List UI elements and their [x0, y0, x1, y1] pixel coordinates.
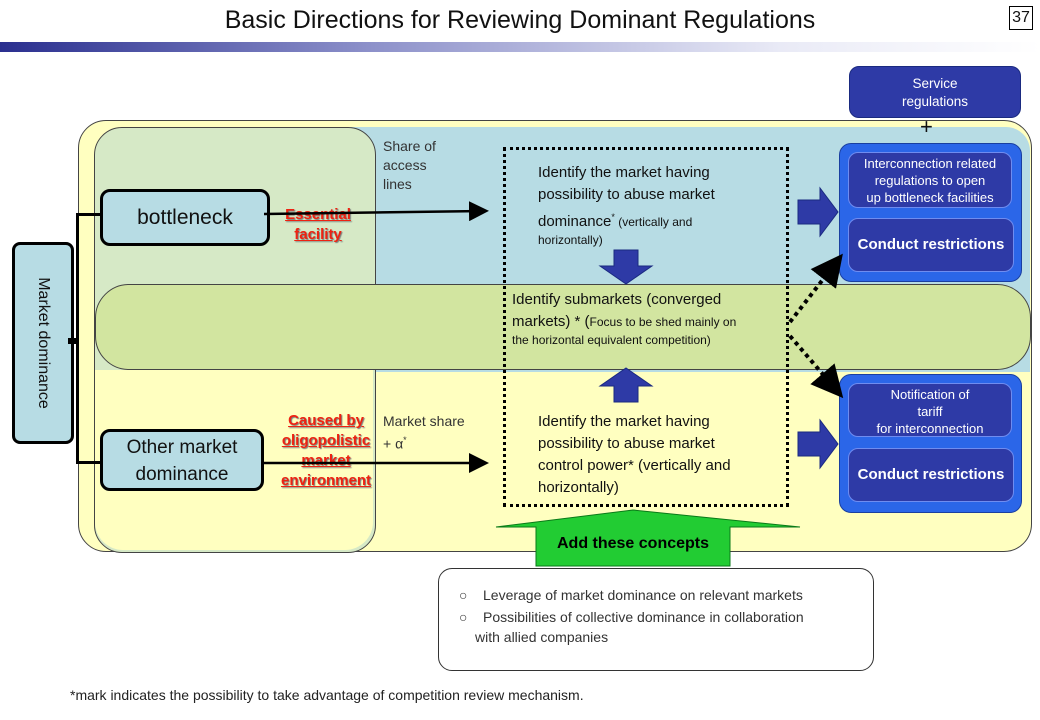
market-share-star: *	[403, 435, 407, 445]
service-line1: Service	[912, 76, 958, 91]
concept-item-2-line2: with allied companies	[475, 629, 609, 645]
top-text-star: *	[611, 212, 615, 222]
add-these-concepts-label: Add these concepts	[556, 535, 710, 552]
plus-sign: +	[920, 114, 933, 139]
page-title: Basic Directions for Reviewing Dominant …	[224, 6, 816, 34]
notif-line1: Notification of	[890, 387, 970, 402]
bracket	[76, 213, 103, 464]
concept-item-1: Leverage of market dominance on relevant…	[483, 587, 803, 603]
service-line2: regulations	[901, 94, 969, 109]
bullet-1: ○	[459, 587, 468, 603]
market-share-criterion: Market share + α*	[383, 412, 465, 454]
concept-item-2-line1: Possibilities of collective dominance in…	[483, 609, 804, 625]
bot-text-line2: possibility to abuse market	[538, 435, 715, 452]
interconn-line2: regulations to open	[874, 173, 986, 188]
conduct-restrictions-box-2: Conduct restrictions	[848, 448, 1014, 502]
title-underline-bar	[0, 42, 1040, 52]
identify-submarkets-text: Identify submarkets (converged markets) …	[512, 289, 788, 348]
interconnection-regulations-box: Interconnection related regulations to o…	[848, 152, 1012, 208]
right-block-arrow-bottom	[797, 418, 839, 470]
caused-line4: environment	[280, 472, 371, 489]
interconn-line1: Interconnection related	[863, 156, 997, 171]
right-block-arrow-top	[797, 186, 839, 238]
notif-line2: tariff	[917, 404, 943, 419]
identify-market-control-power-text: Identify the market having possibility t…	[538, 411, 788, 499]
up-block-arrow	[598, 367, 654, 403]
notif-line3: for interconnection	[876, 421, 984, 436]
bottleneck-box: bottleneck	[100, 189, 270, 246]
bot-text-line4: horizontally)	[538, 479, 619, 496]
top-text-line1: Identify the market having	[538, 164, 710, 181]
top-text-line4: horizontally)	[538, 233, 603, 247]
mid-text-line2: markets) * (Focus to be shed mainly on	[512, 311, 788, 333]
other-label-line2: dominance	[135, 464, 229, 485]
mid-text-line3: the horizontal equivalent competition)	[512, 333, 711, 347]
add-concepts-arrow	[495, 509, 801, 567]
dotted-arrow-down	[788, 334, 844, 399]
caused-line2: oligopolistic	[281, 432, 371, 449]
top-text-line3: dominance* (vertically and	[538, 206, 788, 233]
market-identification-dotted-frame	[503, 147, 789, 507]
top-text-line2: possibility to abuse market	[538, 186, 715, 203]
share-of-access-lines: Share of access lines	[383, 137, 436, 194]
dotted-arrow-up	[788, 253, 843, 324]
caused-by-oligopolistic-label: Caused by oligopolistic market environme…	[268, 411, 384, 491]
submarket-band	[95, 284, 1031, 370]
caused-line3: market	[301, 452, 351, 469]
mid-text-focus: Focus to be shed mainly on	[589, 315, 737, 329]
caused-line1: Caused by	[288, 412, 364, 429]
share-line3: lines	[383, 176, 412, 192]
other-label-line1: Other market	[126, 437, 238, 458]
bot-text-line3: control power* (vertically and	[538, 457, 731, 474]
market-share-alpha: + α	[383, 435, 404, 452]
notification-of-tariff-box: Notification of tariff for interconnecti…	[848, 383, 1012, 437]
page-number: 37	[1009, 6, 1033, 30]
conduct-restrictions-box-1: Conduct restrictions	[848, 218, 1014, 272]
down-block-arrow	[598, 249, 654, 285]
footnote: *mark indicates the possibility to take …	[70, 687, 584, 703]
essential-line2: facility	[294, 226, 342, 243]
mid-text-line1: Identify submarkets (converged	[512, 291, 722, 308]
top-text-dominance: dominance	[538, 213, 612, 230]
market-share-line2: + α*	[383, 431, 465, 454]
additional-concepts-box: ○ Leverage of market dominance on releva…	[438, 568, 874, 671]
top-text-vertically: (vertically and	[614, 215, 693, 229]
service-regulations-box: Service regulations	[849, 66, 1021, 118]
mid-text-markets: markets) * (	[512, 313, 590, 330]
share-line2: access	[383, 157, 427, 173]
bottleneck-arrow	[263, 201, 489, 222]
bullet-2: ○	[459, 609, 468, 625]
bot-text-line1: Identify the market having	[538, 413, 710, 430]
share-line1: Share of	[383, 138, 436, 154]
identify-market-dominance-text: Identify the market having possibility t…	[538, 162, 788, 248]
other-market-dominance-box: Other market dominance	[100, 429, 264, 491]
market-share-line1: Market share	[383, 413, 465, 429]
interconn-line3: up bottleneck facilities	[866, 190, 994, 205]
bracket-stem	[68, 338, 78, 344]
